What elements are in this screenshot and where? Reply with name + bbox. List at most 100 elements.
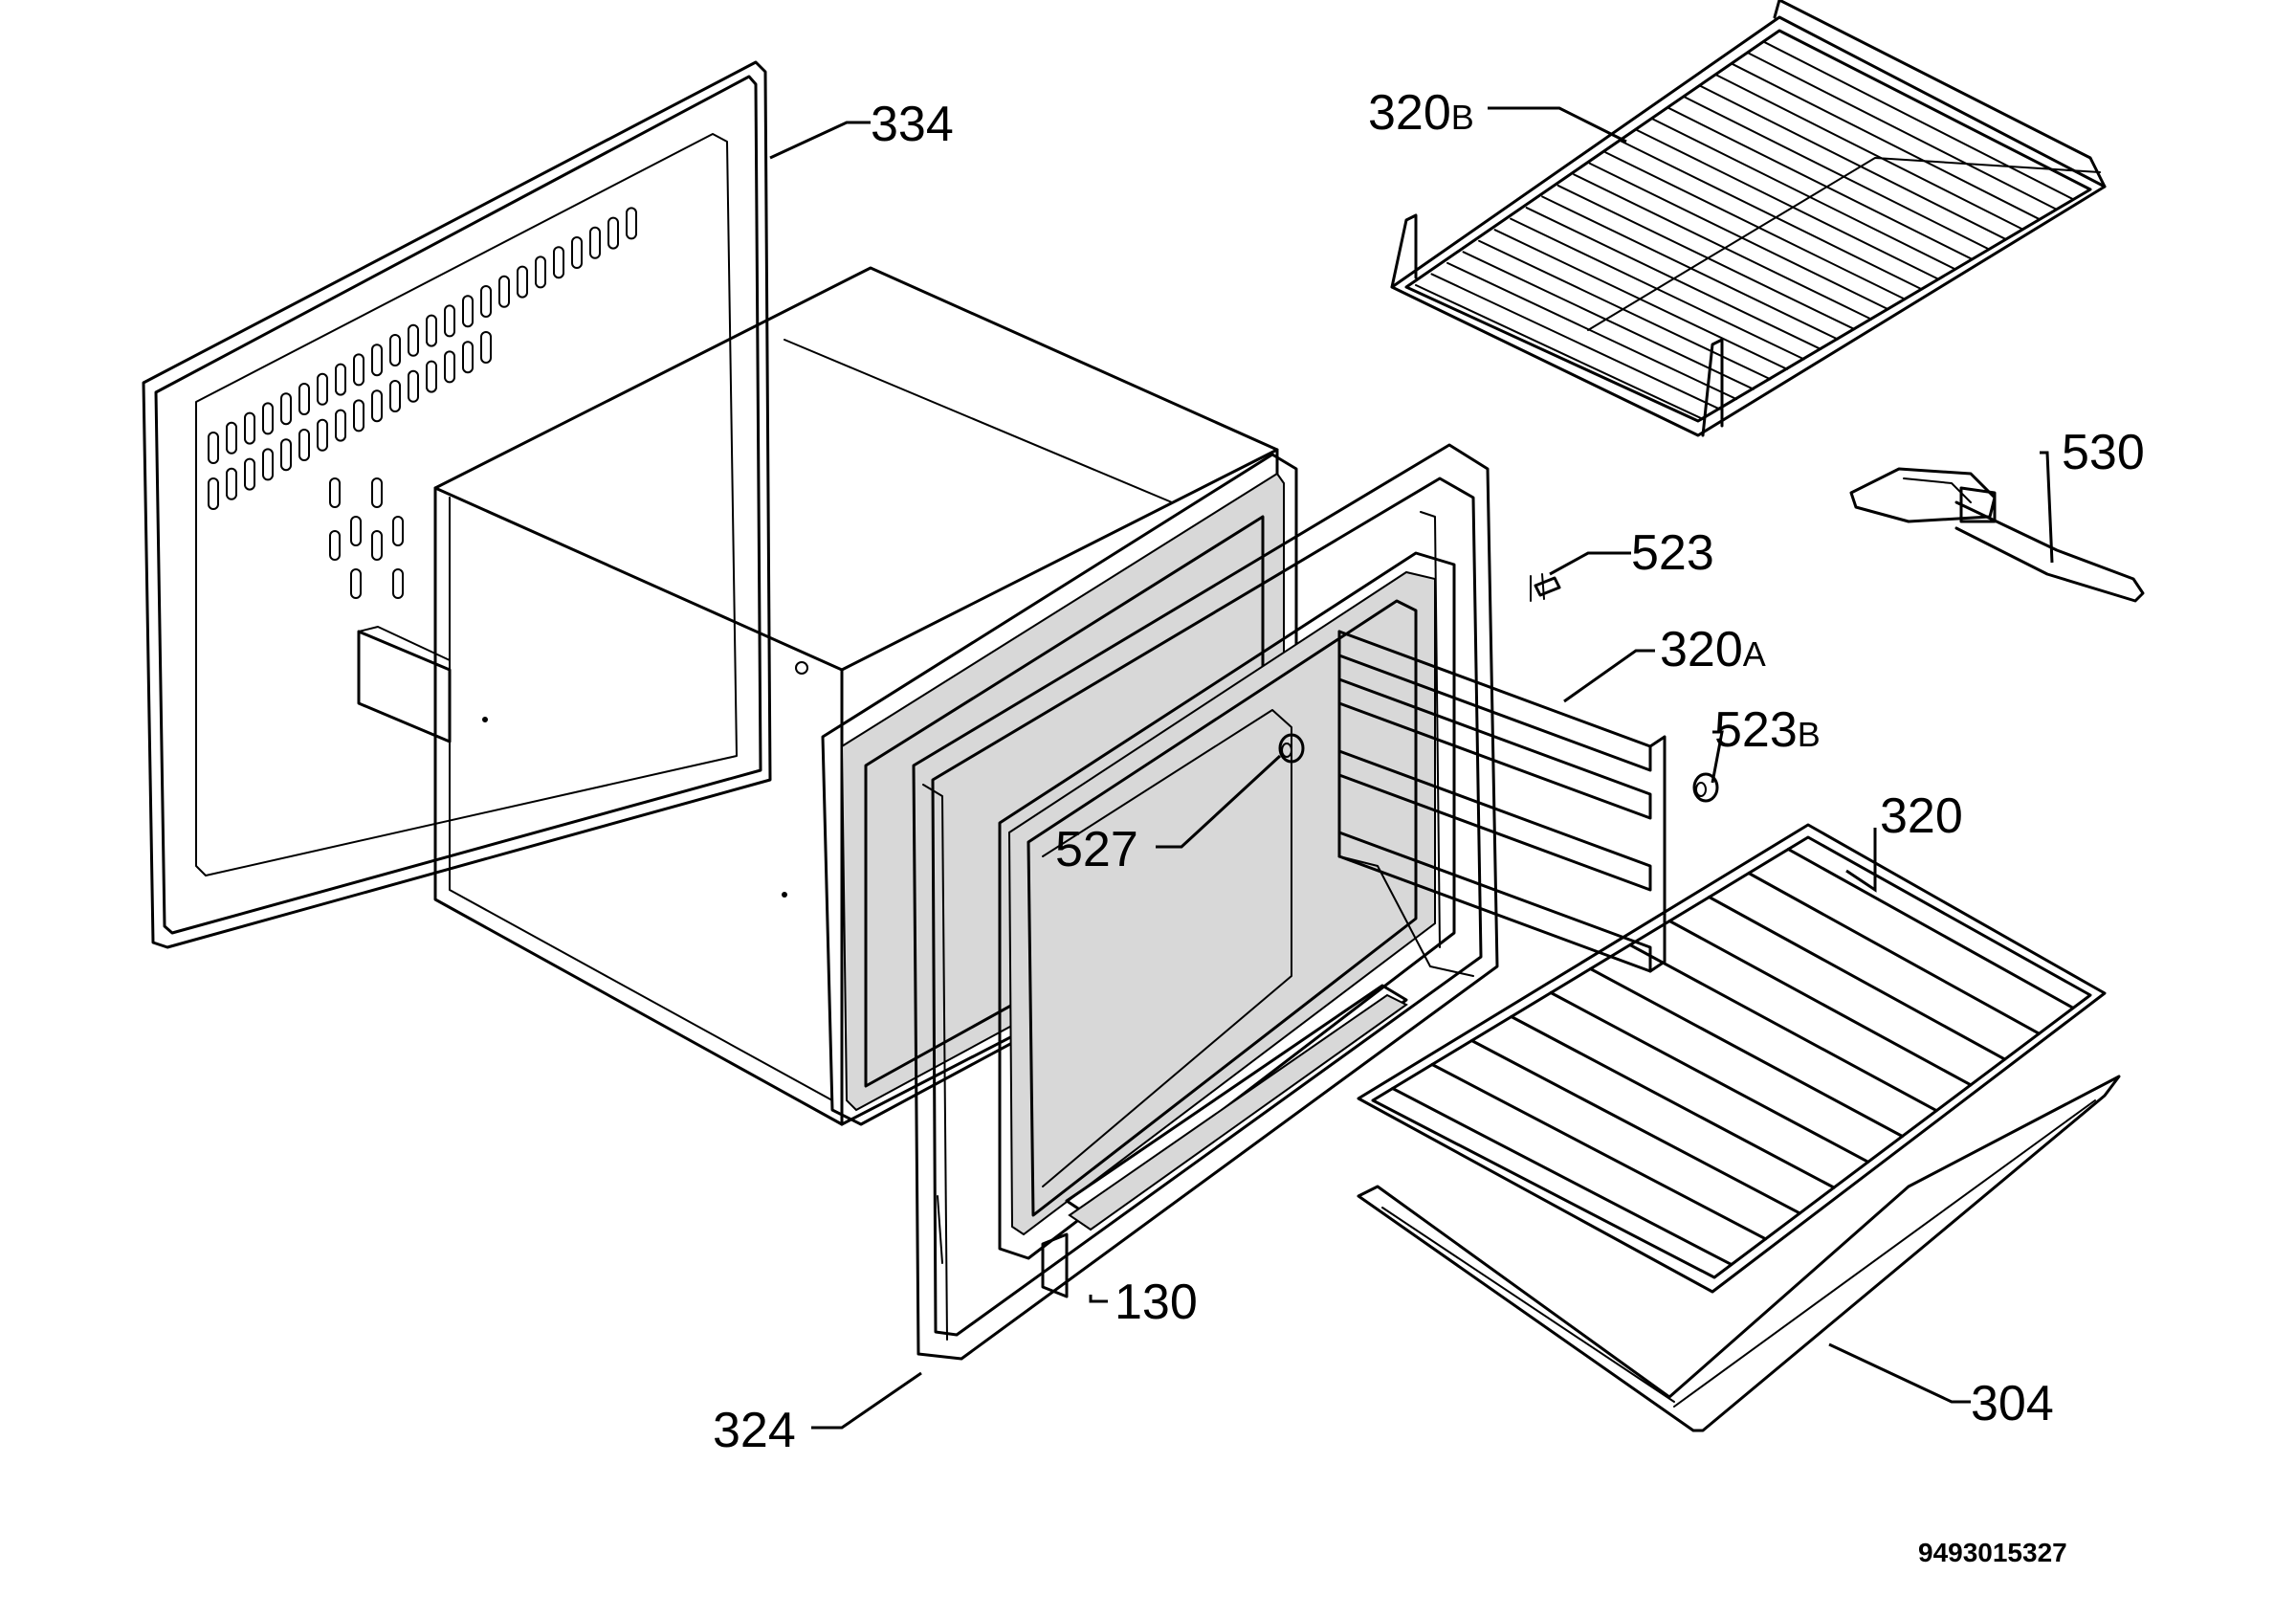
vent-slot: [426, 314, 437, 347]
part-523B-grommet: [1692, 772, 1719, 803]
part-labels: 334 320B 530 523 320A 523B 320 527 130 3…: [713, 85, 2145, 1567]
shelf-wire: [1747, 872, 2041, 1035]
label-523: 523: [1631, 525, 1714, 581]
vent-slot: [280, 438, 292, 472]
rack-wire: [1604, 151, 1907, 300]
vent-slot: [353, 399, 364, 433]
vent-slot: [262, 448, 274, 481]
vent-slot: [517, 265, 528, 299]
vent-slot: [208, 477, 219, 510]
vent-slot: [226, 467, 237, 500]
rack-wire: [1478, 239, 1772, 381]
rack-wire: [1462, 251, 1755, 390]
vent-slot: [389, 334, 401, 366]
rack-wire: [1667, 106, 1974, 261]
vent-slot: [208, 432, 219, 464]
rack-wire: [1541, 195, 1839, 341]
door-seal-gasket: [998, 551, 1456, 1298]
label-130: 130: [1115, 1275, 1198, 1330]
rack-wire: [1588, 162, 1889, 311]
label-527: 527: [1055, 822, 1138, 877]
part-320A-shelf-support-rails: [1337, 630, 1667, 977]
vent-slot: [329, 477, 341, 508]
rack-wire: [1430, 273, 1721, 410]
shelf-wire: [1549, 991, 1870, 1164]
part-304-baking-tray: [1357, 1075, 2121, 1432]
shelf-wire: [1786, 848, 2075, 1009]
label-320: 320: [1880, 788, 1963, 844]
vent-slot: [350, 568, 362, 599]
vent-slot: [389, 380, 401, 412]
rack-wire: [1620, 140, 1923, 291]
vent-slot: [371, 389, 383, 423]
vent-slot: [498, 275, 510, 308]
part-334-rear-panel: [142, 60, 772, 949]
shelf-wire: [1589, 967, 1904, 1138]
part-320-wire-shelf: [1357, 823, 2107, 1294]
shelf-wire: [1708, 896, 2007, 1061]
rack-wire: [1525, 207, 1822, 350]
label-334: 334: [871, 97, 954, 152]
vent-slot: [626, 207, 637, 240]
vent-slot: [462, 295, 474, 328]
rack-wire: [1746, 52, 2058, 211]
vent-slot: [298, 429, 310, 461]
rack-wire: [1651, 118, 1957, 271]
vent-slot: [335, 409, 346, 442]
vent-slot: [444, 304, 455, 338]
vent-slot: [280, 392, 292, 426]
vent-slot: [444, 350, 455, 384]
vent-slot: [462, 341, 474, 374]
rack-wire: [1699, 84, 2007, 241]
vent-slot: [535, 255, 546, 289]
vent-slot: [480, 331, 492, 364]
rack-wire: [1636, 129, 1940, 280]
vent-slot: [353, 353, 364, 387]
vent-slot: [392, 568, 404, 599]
rack-wire-bars: [1415, 30, 2091, 420]
rack-wire: [1762, 40, 2075, 201]
vent-slot: [371, 530, 383, 561]
label-320B: 320B: [1368, 85, 1474, 141]
rack-wire: [1510, 217, 1805, 361]
vent-slot: [408, 323, 419, 357]
vent-slot: [371, 344, 383, 377]
vent-slot: [226, 421, 237, 455]
vent-slot: [335, 363, 346, 396]
vent-slot: [371, 477, 383, 508]
part-527-lamp: [1278, 733, 1305, 764]
vent-slot: [480, 285, 492, 318]
vent-slot: [317, 372, 328, 406]
rack-wire: [1556, 184, 1856, 331]
vent-slot: [298, 383, 310, 415]
label-324: 324: [713, 1403, 796, 1458]
rack-wire: [1446, 261, 1738, 401]
leader-lines: [769, 106, 2054, 1430]
label-320A: 320A: [1660, 622, 1766, 677]
shelf-wire: [1510, 1015, 1836, 1189]
vent-slot: [350, 516, 362, 546]
vent-slot: [244, 411, 255, 445]
vent-slot: [589, 226, 601, 259]
label-304: 304: [1971, 1376, 2054, 1431]
vent-slots: [208, 207, 637, 599]
vent-slot: [244, 457, 255, 491]
vent-slot: [262, 402, 274, 435]
rack-wire: [1493, 229, 1789, 370]
rack-wire: [1415, 284, 1704, 420]
rack-wire: [1573, 173, 1873, 321]
vent-slot: [553, 246, 564, 279]
label-530: 530: [2062, 425, 2145, 480]
vent-slot: [392, 516, 404, 546]
shelf-wire: [1391, 1087, 1733, 1267]
rack-wire: [1683, 96, 1991, 251]
part-324-front-frame: [912, 443, 1499, 1361]
part-530-hinge-handle: [1849, 467, 2145, 603]
shelf-wire: [1430, 1063, 1768, 1241]
shelf-wire-bars: [1391, 848, 2075, 1267]
vent-slot: [426, 360, 437, 393]
vent-slot: [607, 216, 619, 250]
vent-slot: [408, 369, 419, 403]
rack-wire: [1778, 30, 2091, 190]
